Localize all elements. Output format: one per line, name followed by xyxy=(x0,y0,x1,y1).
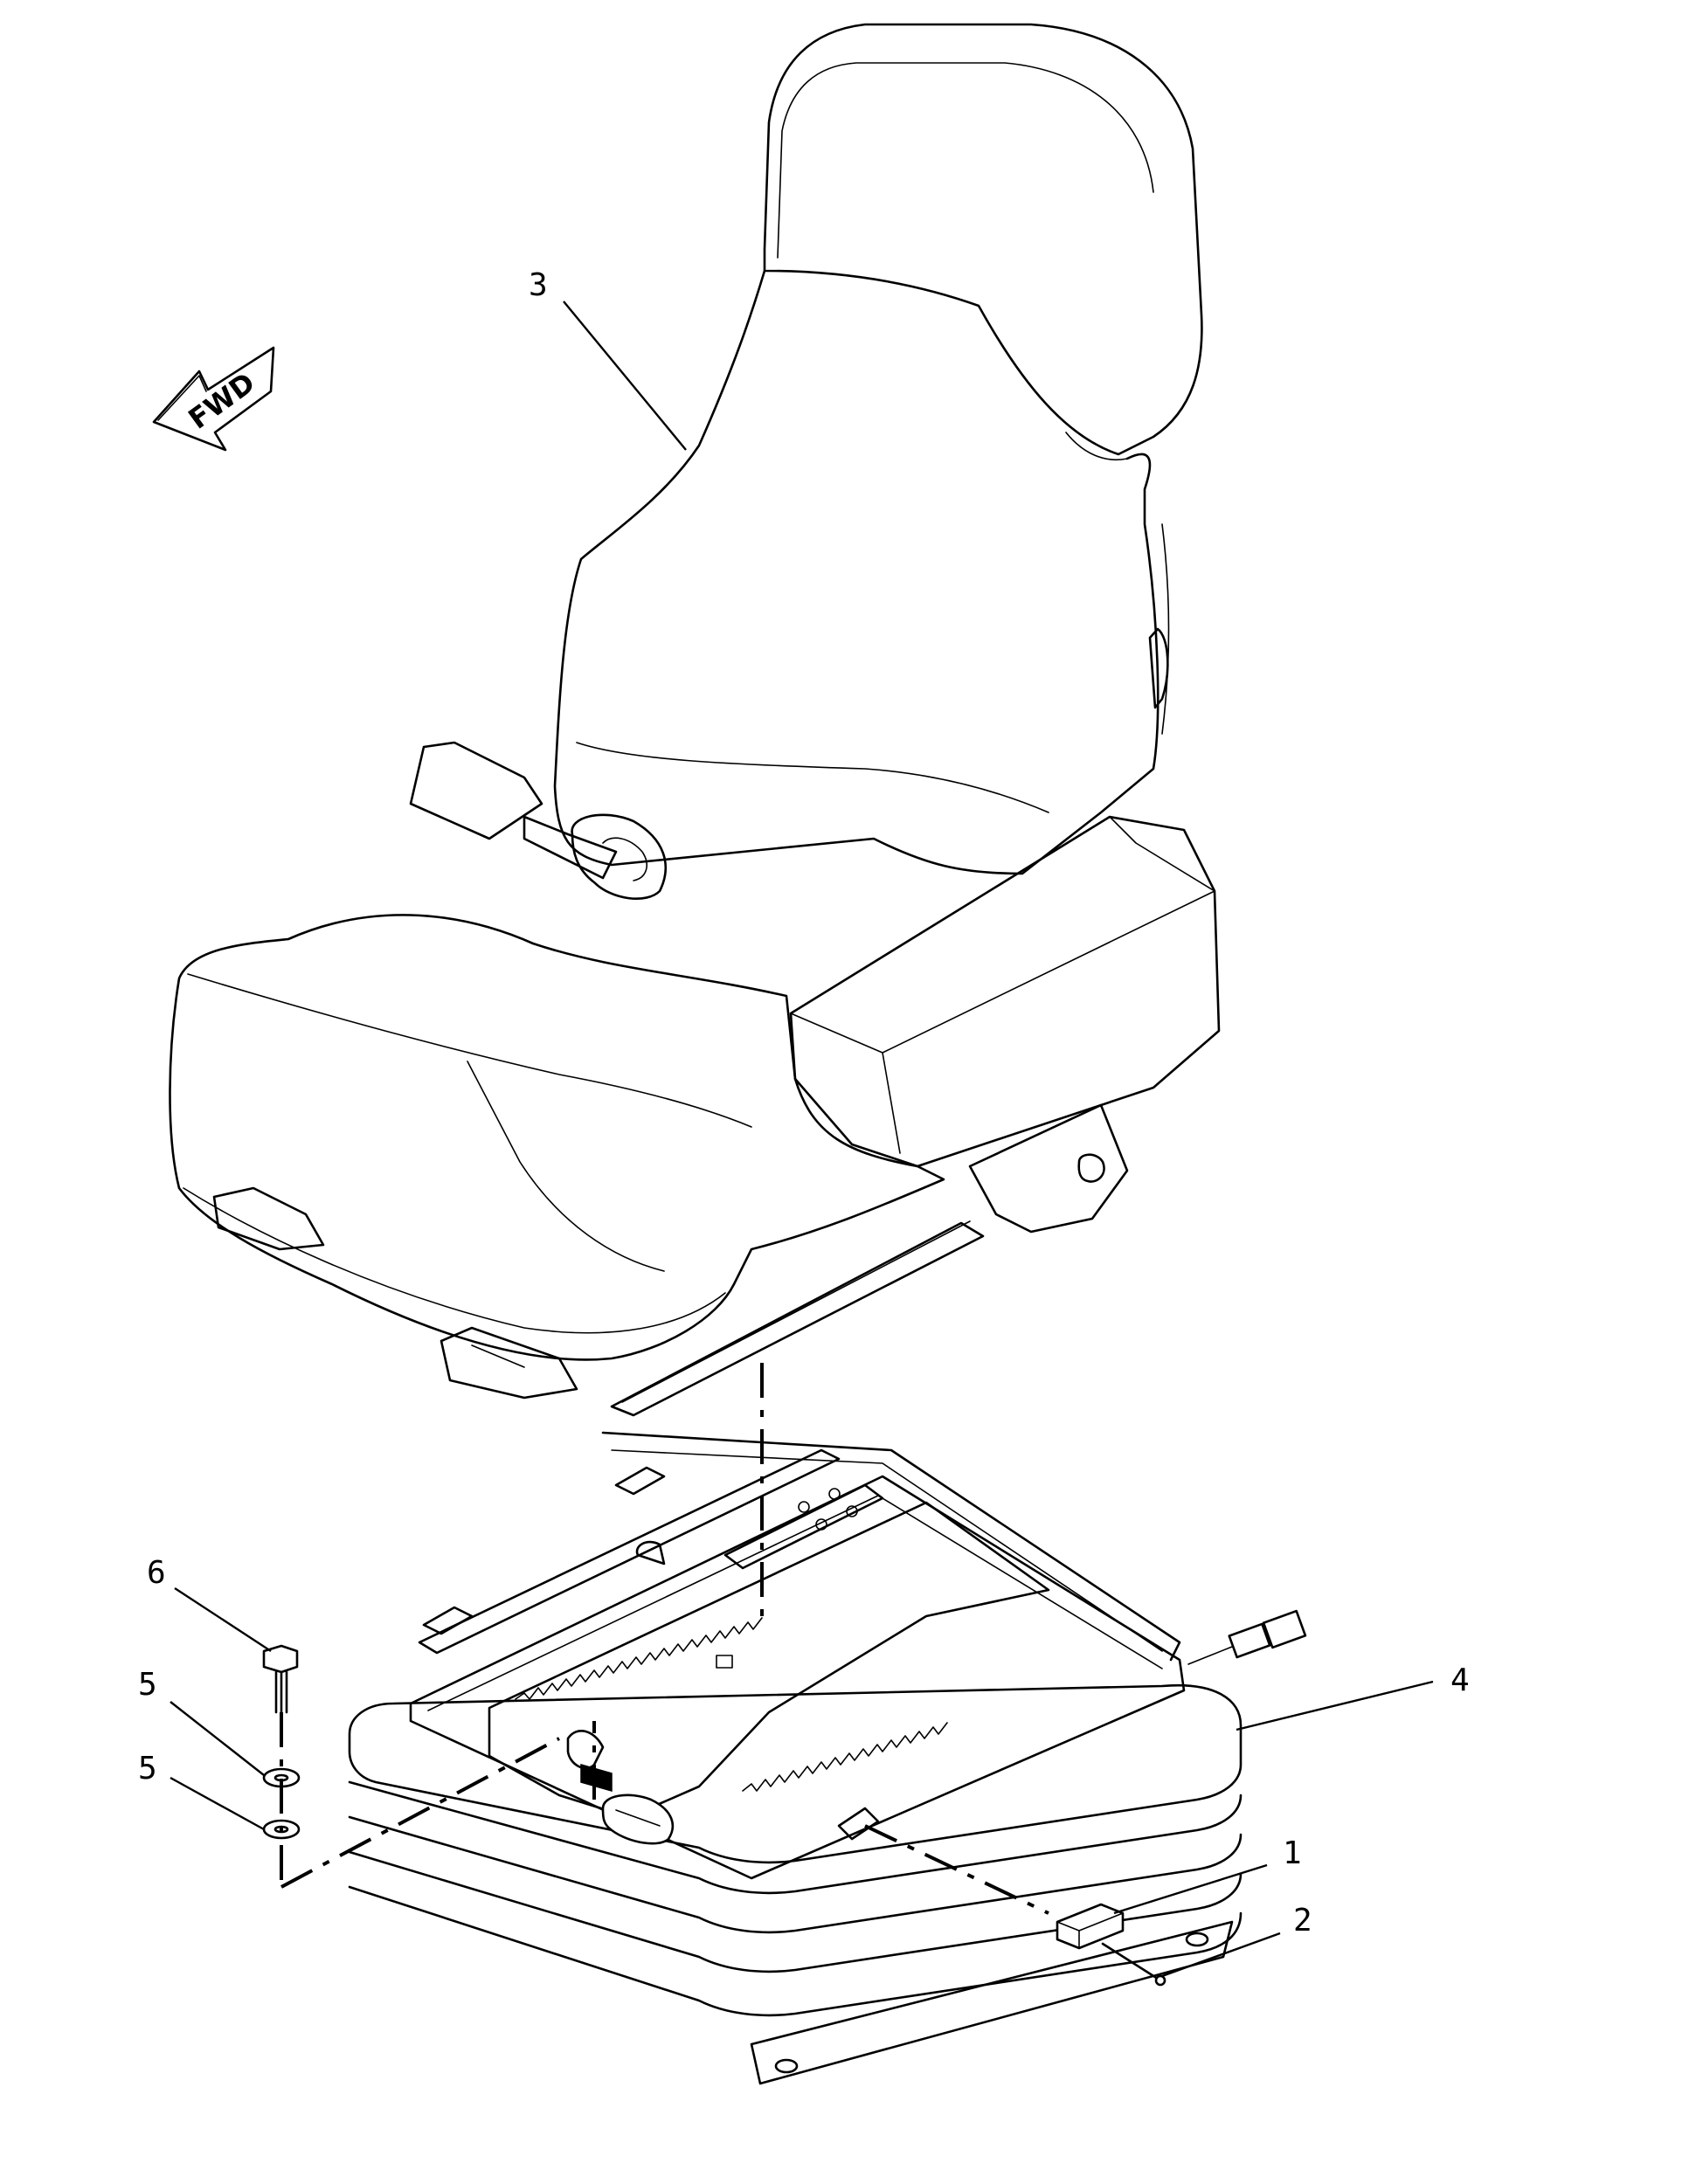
forward-direction-arrow: FWD xyxy=(152,346,275,452)
callout-5-upper: 5 xyxy=(138,1667,157,1703)
callout-1: 1 xyxy=(1283,1835,1302,1871)
callout-5-lower: 5 xyxy=(138,1751,157,1787)
leader-5-lower xyxy=(170,1776,265,1831)
cap xyxy=(1056,1903,1125,1950)
mounting-hardware xyxy=(262,1644,596,1889)
leader-5-upper xyxy=(170,1701,265,1776)
callout-6: 6 xyxy=(147,1555,166,1591)
leader-6 xyxy=(174,1586,272,1653)
cap-and-pin xyxy=(864,1824,1166,1987)
bolt xyxy=(262,1644,299,1714)
callout-numbers: 3 4 6 5 5 1 2 xyxy=(138,267,1470,1939)
seat-suspension-base xyxy=(348,1431,1307,2085)
callout-3: 3 xyxy=(529,267,548,303)
leader-4 xyxy=(1236,1680,1434,1731)
leader-2 xyxy=(1161,1932,1281,1978)
hardware-assembly-line-diagonal xyxy=(280,1737,560,1889)
seat-assembly xyxy=(169,23,1221,1417)
callout-4: 4 xyxy=(1450,1662,1470,1698)
cap-assembly-line xyxy=(864,1824,1049,1915)
callout-leaders xyxy=(170,301,1434,1978)
leader-3 xyxy=(563,301,687,451)
pin xyxy=(1101,1942,1166,1987)
callout-2: 2 xyxy=(1293,1903,1312,1939)
leader-1 xyxy=(1113,1863,1268,1915)
